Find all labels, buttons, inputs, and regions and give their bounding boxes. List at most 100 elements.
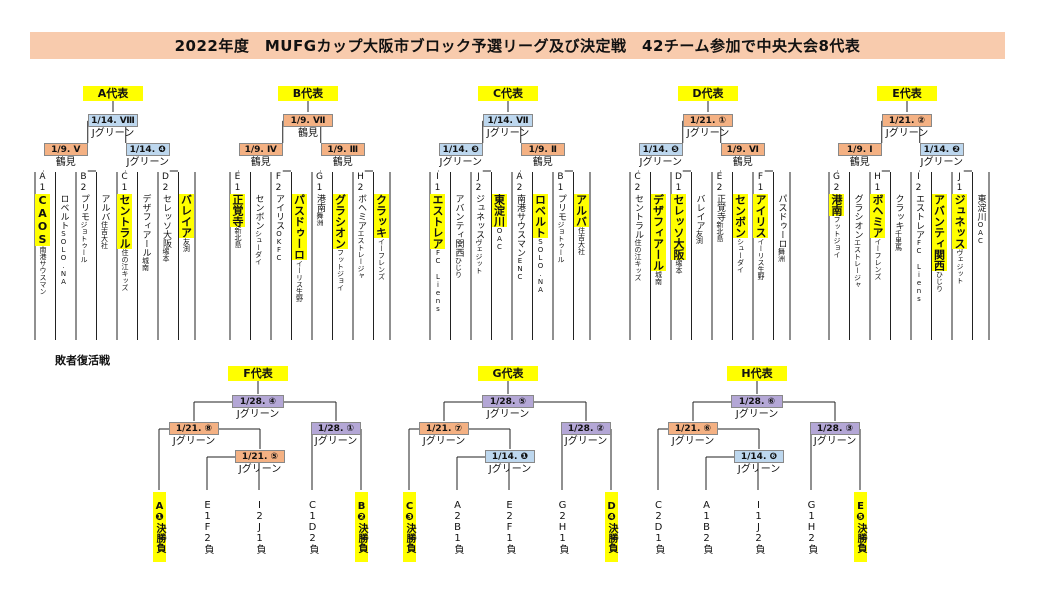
team-column: グラシオンエストレージャ xyxy=(850,172,865,342)
team-code: B xyxy=(80,172,87,182)
team-name: セレッソ大阪 xyxy=(161,194,171,248)
match-date-box: 1/21. ⑧ xyxy=(169,422,219,435)
match-venue: Jグリーン xyxy=(422,436,466,447)
team-sub: ENC xyxy=(516,257,524,281)
team-column: バレイア友渕 xyxy=(178,172,194,342)
team-code: J xyxy=(958,172,961,182)
team-name: デザフィアール xyxy=(650,194,666,271)
team-name: アイリス xyxy=(753,194,768,238)
team-sub: 舞洲 xyxy=(316,212,324,226)
team-sub: 城南 xyxy=(654,271,663,285)
team-sub: 住吉大社 xyxy=(100,221,109,249)
match-date-box: 1/28. ⑥ xyxy=(731,395,783,408)
team-sub: 住の江キッズ xyxy=(634,239,642,281)
team-sub: イーリス生野 xyxy=(757,238,765,280)
team-name: アバンティ関西 xyxy=(453,194,464,257)
team-sub: フットジョイ xyxy=(336,249,345,291)
group-representative: H代表 xyxy=(727,366,787,381)
team-sub: OKFC xyxy=(275,230,283,262)
team-column: アルバ住吉大社 xyxy=(573,172,589,342)
team-code: G xyxy=(316,172,323,182)
match-date-box: 1/28. ② xyxy=(561,422,611,435)
match-venue: Jグリーン xyxy=(486,128,530,139)
match-date-box: 1/14. ❷ xyxy=(919,143,964,156)
team-name: セントラル xyxy=(633,194,643,239)
team-sub: 友渕 xyxy=(182,238,191,252)
page-title: 2022年度 MUFGカップ大阪市ブロック予選リーグ及び決定戦 42チーム参加で… xyxy=(174,37,861,55)
group-representative: A代表 xyxy=(83,86,143,101)
match-date-box: 1/21. ① xyxy=(683,114,733,127)
team-name: センボン xyxy=(732,194,748,238)
team-sub: フットジョイ xyxy=(833,216,841,258)
loser-slot: B❷決勝負 xyxy=(355,492,368,562)
match-date-box: 1/28. ① xyxy=(311,422,361,435)
team-name: クラッキ xyxy=(893,194,904,230)
team-name: アルバ xyxy=(99,194,110,221)
team-sub: ジョトゥール xyxy=(80,221,88,263)
team-name: アイリス xyxy=(274,194,284,230)
match-venue: Jグリーン xyxy=(671,436,715,447)
team-column: パスドゥーロ舞洲 xyxy=(774,172,789,342)
team-code: D xyxy=(675,172,682,182)
team-rank: 2 xyxy=(634,183,641,193)
team-name: バレイア xyxy=(694,194,705,230)
team-name: プリモ xyxy=(556,194,566,221)
team-sub: ヴェジット xyxy=(475,239,483,274)
match-date-box: 1/14. ❸ xyxy=(438,143,483,156)
match-venue: 鶴見 xyxy=(298,128,318,139)
team-code: A xyxy=(39,172,46,182)
team-rank: 1 xyxy=(557,183,564,193)
match-date-box: 1/28. ⑤ xyxy=(482,395,534,408)
loser-slot: G2H1負 xyxy=(557,500,568,554)
team-column: センボンシューダイ xyxy=(732,172,748,342)
loser-slot: A❶決勝負 xyxy=(153,492,166,562)
team-sub: イーリス生野 xyxy=(295,260,304,302)
team-rank: 2 xyxy=(716,183,723,193)
team-code: I xyxy=(917,172,920,182)
team-name: ジュネッス xyxy=(952,194,967,249)
team-rank: 2 xyxy=(357,183,364,193)
match-date-box: 1/14. ❶ xyxy=(485,450,535,463)
match-date-box: 1/9. Ⅱ xyxy=(520,143,565,156)
match-date-box: 1/21. ⑦ xyxy=(419,422,469,435)
team-sub: 塚本 xyxy=(162,248,170,262)
team-code: I xyxy=(436,172,439,182)
match-date-box: 1/14. ❻ xyxy=(734,450,784,463)
match-venue: Jグリーン xyxy=(488,464,532,475)
team-name: プリモ xyxy=(79,194,89,221)
match-venue: 鶴見 xyxy=(332,157,353,168)
team-rank: 1 xyxy=(956,183,963,193)
team-sub: 塚本 xyxy=(675,260,683,274)
team-name: セレッソ大阪 xyxy=(671,194,686,260)
match-venue: Jグリーン xyxy=(737,464,781,475)
match-venue: Jグリーン xyxy=(686,128,730,139)
team-sub: 南港サウスマン xyxy=(39,246,47,295)
match-date-box: 1/9. Ⅴ xyxy=(43,143,88,156)
team-name: 港南 xyxy=(829,194,844,216)
team-column: デザフィアール城南 xyxy=(138,172,153,342)
team-code: E xyxy=(234,172,241,182)
team-sub: OAC xyxy=(976,221,985,245)
match-venue: Jグリーン xyxy=(486,409,530,420)
team-name: グラシオン xyxy=(332,194,348,249)
team-sub: エストレージャ xyxy=(357,230,365,279)
match-venue: Jグリーン xyxy=(735,409,779,420)
match-date-box: 1/9. Ⅶ xyxy=(283,114,333,127)
team-code: G xyxy=(833,172,840,182)
team-column: クラッキ千里馬 xyxy=(891,172,906,342)
team-rank: 2 xyxy=(80,183,87,193)
match-date-box: 1/28. ④ xyxy=(232,395,284,408)
loser-bracket-label: 敗者復活戦 xyxy=(55,354,110,367)
team-rank: 1 xyxy=(316,183,323,193)
match-venue: Jグリーン xyxy=(236,409,280,420)
team-rank: 1 xyxy=(434,183,441,193)
match-date-box: 1/21. ⑥ xyxy=(668,422,718,435)
match-venue: Jグリーン xyxy=(920,157,963,168)
